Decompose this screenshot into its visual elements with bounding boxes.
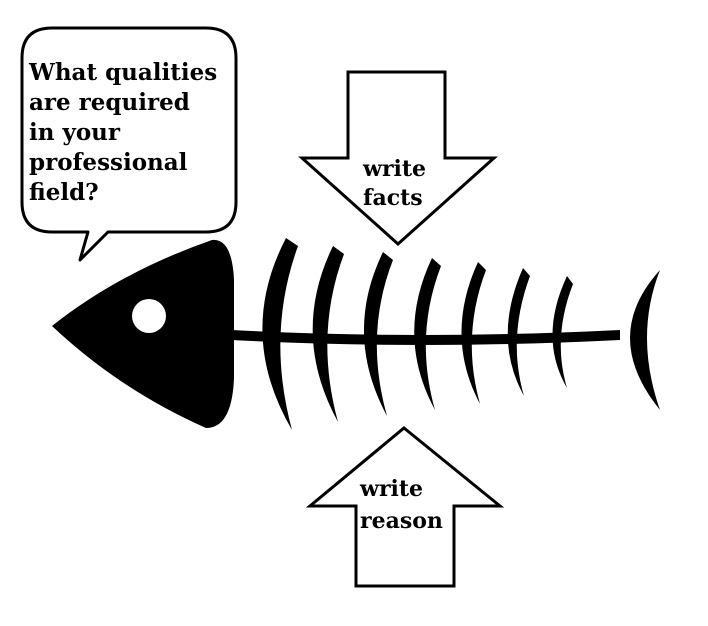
svg-text:What qualities are requi: What qualities are required in your prof…	[28, 59, 225, 206]
speech-bubble: What qualities are required in your prof…	[20, 26, 238, 262]
svg-text:write facts: write facts	[362, 156, 434, 211]
question-line-2: are required	[29, 89, 190, 116]
svg-text:write reason: write reason	[359, 476, 443, 534]
question-line-5: field?	[29, 179, 99, 206]
fish-spine	[232, 330, 620, 345]
arrow-up-line-2: reason	[360, 508, 443, 534]
speech-bubble-outline	[20, 26, 238, 262]
fish-rib	[461, 262, 486, 404]
fish-rib	[363, 252, 393, 416]
fish-eye	[132, 299, 166, 333]
question-line-1: What qualities	[28, 59, 217, 86]
fish-rib	[507, 268, 530, 396]
fish-rib	[552, 276, 573, 388]
arrow-down-shape	[298, 70, 498, 247]
fish-skeleton	[52, 238, 660, 430]
arrow-down: write facts	[298, 70, 498, 247]
arrow-up: write reason	[305, 426, 505, 588]
fish-rib	[312, 246, 344, 422]
fish-rib	[414, 258, 441, 410]
question-line-4: professional	[29, 149, 188, 176]
fish-rib	[262, 238, 298, 430]
fish-tail	[630, 270, 660, 410]
fish-head	[52, 239, 234, 428]
question-line-3: in your	[29, 119, 121, 146]
arrow-down-line-1: write	[362, 156, 426, 182]
arrow-up-shape	[305, 426, 505, 588]
arrow-down-line-2: facts	[363, 185, 423, 211]
arrow-up-line-1: write	[359, 476, 423, 502]
